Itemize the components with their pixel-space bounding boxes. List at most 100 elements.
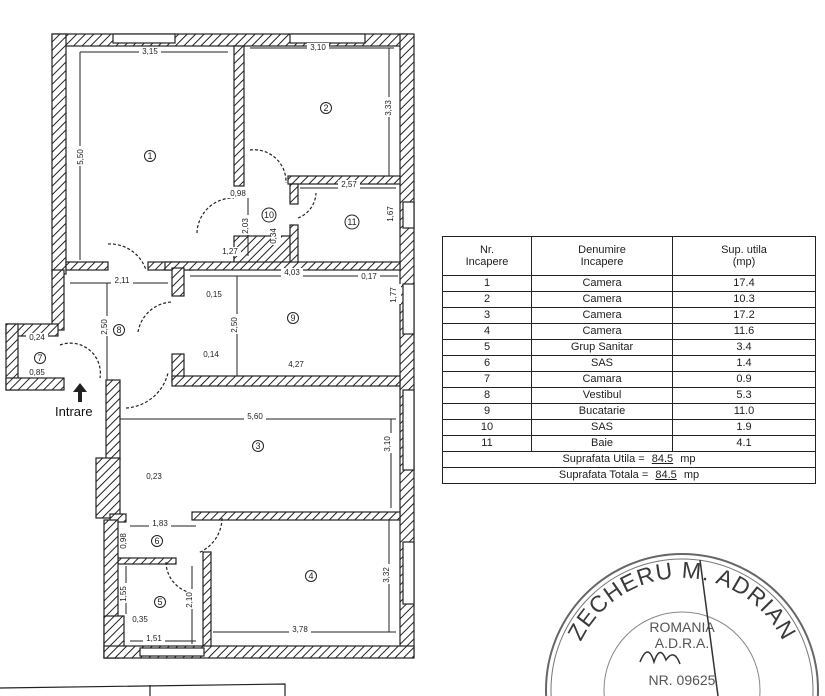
cell-area: 4.1 (672, 435, 816, 452)
cell-name: Baie (531, 435, 673, 452)
room-number-8: 8 (113, 324, 125, 336)
cell-name: SAS (531, 419, 673, 436)
dimension-label: 1,67 (386, 206, 395, 222)
svg-text:11: 11 (347, 217, 356, 227)
dimension-label: 4,03 (284, 268, 300, 277)
dimension-label: 3,15 (142, 47, 158, 56)
dimension-label: 0,24 (29, 333, 45, 342)
cell-area: 3.4 (672, 339, 816, 356)
stamp-country: ROMANIA (649, 619, 715, 635)
cell-nr: 1 (442, 275, 532, 292)
dimension-label: 5,50 (76, 149, 85, 165)
bottom-frame (0, 683, 286, 696)
dimension-label: 4,27 (288, 360, 304, 369)
cell-nr: 10 (442, 419, 532, 436)
cell-nr: 7 (442, 371, 532, 388)
room-number-2: 2 (320, 102, 332, 114)
cell-area: 5.3 (672, 387, 816, 404)
cell-nr: 3 (442, 307, 532, 324)
signature (639, 651, 681, 665)
cell-name: Camera (531, 291, 673, 308)
room-number-5: 5 (154, 596, 166, 608)
svg-text:1: 1 (147, 151, 152, 161)
dimension-label: 2,03 (241, 218, 250, 234)
cell-area: 17.4 (672, 275, 816, 292)
cell-area: 11.6 (672, 323, 816, 340)
cell-name: SAS (531, 355, 673, 372)
cell-nr: 6 (442, 355, 532, 372)
room-number-1: 1 (144, 150, 156, 162)
cell-nr: 5 (442, 339, 532, 356)
cell-nr: 4 (442, 323, 532, 340)
dimension-label: 1,83 (152, 519, 168, 528)
svg-text:3: 3 (255, 441, 260, 451)
svg-text:8: 8 (116, 325, 121, 335)
dimension-label: 2,11 (115, 276, 131, 285)
cell-area: 11.0 (672, 403, 816, 420)
dimension-label: 2,50 (230, 317, 239, 333)
windows (112, 33, 415, 657)
cell-name: Camera (531, 307, 673, 324)
total-useful-area-row: Suprafata Utila = 84.5 mp (442, 451, 816, 468)
useful-area-label: Suprafata Utila = (562, 453, 645, 465)
svg-text:6: 6 (154, 536, 159, 546)
walls (5, 33, 415, 659)
room-number-6: 6 (151, 535, 163, 547)
header-nr: Nr.Incapere (442, 236, 532, 276)
cell-area: 1.4 (672, 355, 816, 372)
entry-arrow-icon (73, 383, 87, 402)
room-number-3: 3 (252, 440, 264, 452)
dimension-label: 1,77 (389, 287, 398, 303)
cell-area: 1.9 (672, 419, 816, 436)
dimension-label: 3,33 (384, 100, 393, 116)
door-swings (59, 149, 317, 593)
cell-nr: 2 (442, 291, 532, 308)
dimension-label: 0,14 (203, 350, 219, 359)
dimension-labels: 3,15 3,10 5,50 3,33 0,98 2,57 2,03 0,34 1,27 1,67… (26, 43, 401, 643)
entry-label: Intrare (55, 404, 93, 419)
dimension-label: 2,57 (341, 180, 357, 189)
header-area: Sup. utila(mp) (672, 236, 816, 276)
cell-nr: 11 (442, 435, 532, 452)
room-number-7: 7 (34, 352, 46, 364)
cell-name: Camera (531, 275, 673, 292)
official-stamp: ZECHERU M. ADRIAN ROMANIA A.D.R.A. NR. 0… (545, 553, 819, 696)
svg-text:2: 2 (323, 103, 328, 113)
svg-text:7: 7 (37, 353, 42, 363)
cell-nr: 8 (442, 387, 532, 404)
dimension-label: 0,23 (146, 472, 162, 481)
dimension-label: 0,35 (132, 615, 148, 624)
dimension-label: 5,60 (247, 412, 263, 421)
cell-name: Camara (531, 371, 673, 388)
cell-area: 0.9 (672, 371, 816, 388)
dimension-label: 0,85 (29, 368, 45, 377)
dimension-label: 2,50 (100, 319, 109, 335)
svg-text:9: 9 (290, 313, 295, 323)
dimension-label: 0,34 (269, 228, 278, 244)
cell-nr: 9 (442, 403, 532, 420)
dimension-label: 0,17 (361, 272, 377, 281)
room-number-11: 11 (344, 214, 360, 230)
dimension-label: 3,78 (292, 625, 308, 634)
dimension-label: 1,27 (222, 247, 238, 256)
dimension-label: 0,98 (119, 533, 128, 549)
dimension-label: 3,32 (382, 567, 391, 583)
total-area-row: Suprafata Totala = 84.5 mp (442, 467, 816, 484)
room-number-10: 10 (261, 207, 277, 223)
dimension-label: 0,98 (230, 189, 246, 198)
dimension-label: 3,10 (383, 436, 392, 452)
useful-area-value: 84.5 (651, 453, 674, 465)
cell-area: 17.2 (672, 307, 816, 324)
